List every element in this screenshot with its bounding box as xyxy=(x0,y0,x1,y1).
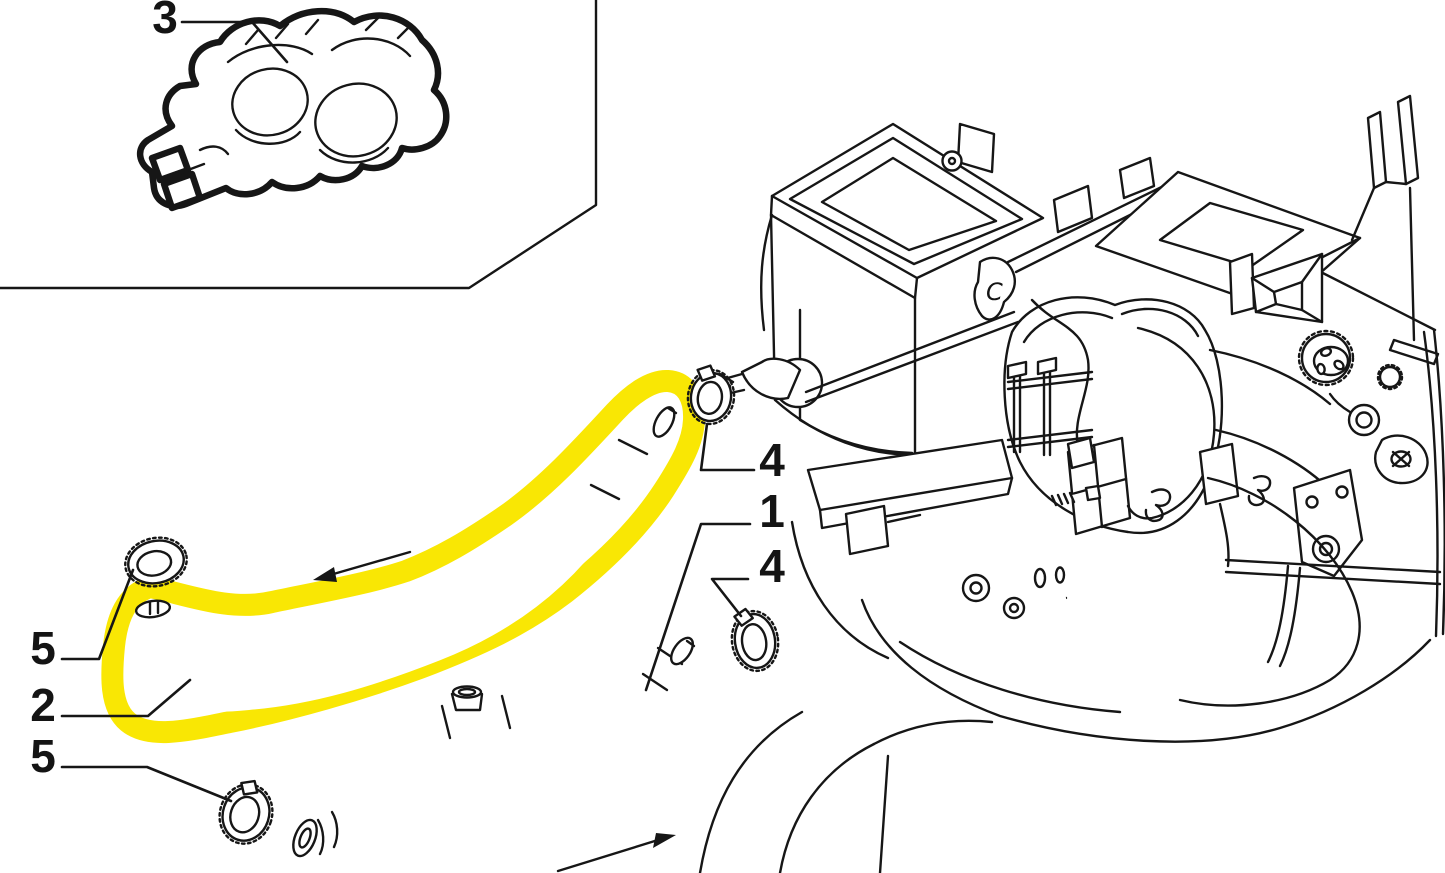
callout-leader-3 xyxy=(180,20,289,64)
part-3-left-hole xyxy=(231,67,309,137)
intake-frame-screw-boss xyxy=(941,150,963,172)
inset-panel-border xyxy=(0,0,598,290)
part-3-bracket-drawing xyxy=(137,8,450,212)
embossed-letter: C xyxy=(986,278,1003,306)
callout-label-4-lower: 4 xyxy=(759,540,785,592)
heater-unit-drawing: C xyxy=(698,94,1445,873)
callout-leader-2 xyxy=(60,678,192,718)
callout-leader-4-lower xyxy=(710,577,750,618)
callout-label-3: 3 xyxy=(152,0,178,43)
clamp-5-upper xyxy=(124,536,188,588)
clamp-4-lower xyxy=(730,607,780,673)
callout-label-5-upper: 5 xyxy=(30,622,56,674)
clamp-5-lower xyxy=(218,779,274,845)
callout-leader-5-lower xyxy=(60,765,233,803)
flow-arrow-lower xyxy=(556,833,676,873)
callout-label-1: 1 xyxy=(759,485,785,537)
callout-leader-4-upper xyxy=(699,422,756,472)
callout-leader-1 xyxy=(644,522,752,692)
hose-2-drawing xyxy=(134,406,678,712)
callout-leader-5-upper xyxy=(60,568,135,661)
callout-label-4-upper: 4 xyxy=(759,434,785,486)
part-2-highlight xyxy=(101,370,706,744)
hose-1-drawing xyxy=(292,636,696,858)
callout-label-2: 2 xyxy=(30,679,56,731)
flow-arrow-upper xyxy=(313,550,412,582)
callout-label-5-lower: 5 xyxy=(30,730,56,782)
part-3-right-hole xyxy=(314,82,398,158)
